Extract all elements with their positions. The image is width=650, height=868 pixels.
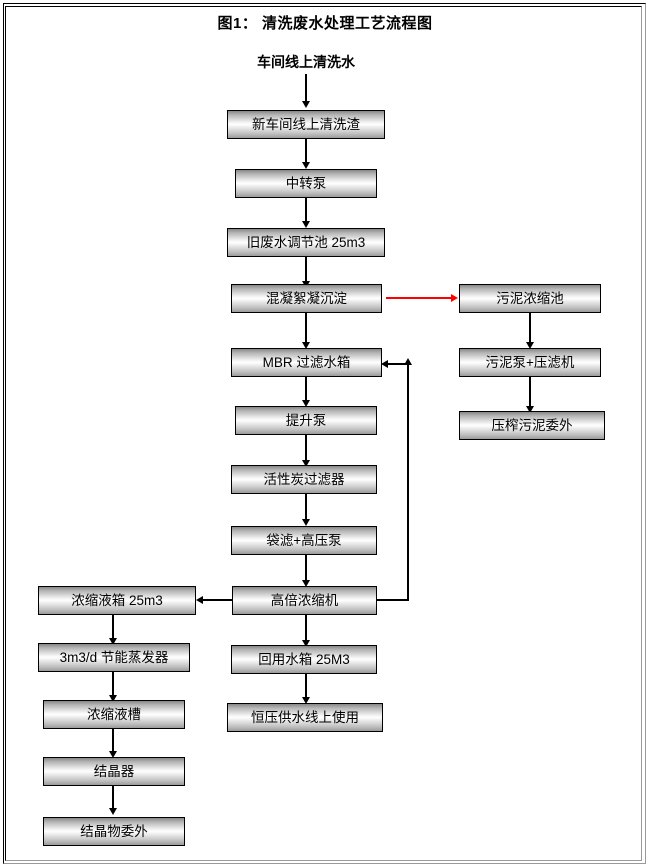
node-n5[interactable]: MBR 过滤水箱: [231, 348, 382, 377]
arrowhead-n1-n2: [302, 162, 310, 169]
arrowhead-l4-l5: [109, 808, 117, 815]
node-n1[interactable]: 新车间线上清洗渣: [227, 110, 385, 139]
node-n10[interactable]: 回用水箱 25M3: [231, 645, 377, 674]
arrowhead-n9-l1: [196, 596, 203, 604]
arrowhead-n10-n11: [302, 697, 310, 704]
node-l3[interactable]: 浓缩液槽: [43, 700, 185, 729]
arrowhead-n4-r1: [451, 294, 458, 302]
connector-n5-n6: [305, 377, 307, 403]
connector-n2-n3: [305, 198, 307, 224]
connector-loop-into-n5: [388, 363, 409, 365]
connector-loop-riser: [407, 364, 409, 600]
node-n6[interactable]: 提升泵: [235, 406, 377, 435]
node-n4[interactable]: 混凝絮凝沉淀: [231, 284, 382, 313]
connector-n4-n5: [305, 313, 307, 345]
page-border-inner: [5, 6, 642, 861]
arrowhead-n8-n9: [302, 580, 310, 587]
connector-n9-loop-out: [377, 599, 409, 601]
source-label: 车间线上清洗水: [257, 54, 355, 70]
node-l5[interactable]: 结晶物委外: [43, 817, 185, 846]
arrowhead-r1-r2: [526, 342, 534, 349]
connector-n1-n2: [305, 139, 307, 164]
connector-n9-n10: [305, 615, 307, 643]
connector-l1-l2: [112, 615, 114, 641]
node-l4[interactable]: 结晶器: [43, 757, 185, 786]
arrowhead-n2-n3: [302, 221, 310, 228]
node-r2[interactable]: 污泥泵+压滤机: [459, 348, 601, 377]
arrowhead-n4-n5: [302, 342, 310, 349]
arrowhead-n7-n8: [302, 519, 310, 526]
connector-l2-l3: [112, 672, 114, 698]
page-title: 图1： 清洗废水处理工艺流程图: [217, 15, 433, 32]
node-n9[interactable]: 高倍浓缩机: [232, 586, 377, 615]
node-n2[interactable]: 中转泵: [235, 169, 377, 198]
arrowhead-loop-riser: [404, 358, 412, 365]
connector-n3-n4: [305, 257, 307, 284]
connector-n8-n9: [305, 555, 307, 583]
connector-n4-r1: [386, 297, 452, 299]
connector-n10-n11: [305, 674, 307, 700]
arrowhead-loop-n5: [381, 360, 388, 368]
node-l2[interactable]: 3m3/d 节能蒸发器: [38, 643, 190, 672]
node-n11[interactable]: 恒压供水线上使用: [227, 703, 383, 732]
arrowhead-l2-l3: [109, 695, 117, 702]
arrowhead-r2-r3: [526, 406, 534, 413]
node-n3[interactable]: 旧废水调节池 25m3: [227, 228, 385, 257]
arrowhead-source-n1: [302, 101, 310, 108]
arrowhead-n5-n6: [302, 400, 310, 407]
connector-source-n1: [305, 74, 307, 103]
node-n8[interactable]: 袋滤+高压泵: [231, 526, 377, 555]
node-l1[interactable]: 浓缩液箱 25m3: [38, 586, 196, 615]
connector-r1-r2: [529, 313, 531, 345]
connector-n7-n8: [305, 494, 307, 522]
connector-n9-l1: [203, 599, 233, 601]
node-r3[interactable]: 压榨污泥委外: [459, 411, 605, 440]
node-r1[interactable]: 污泥浓缩池: [459, 284, 601, 313]
connector-l4-l5: [112, 786, 114, 811]
connector-r2-r3: [529, 377, 531, 409]
arrowhead-l3-l4: [109, 751, 117, 758]
page-border-outer: [3, 3, 646, 864]
arrowhead-n9-n10: [302, 640, 310, 647]
node-n7[interactable]: 活性炭过滤器: [231, 465, 377, 494]
arrowhead-n6-n7: [302, 460, 310, 467]
arrowhead-l1-l2: [109, 638, 117, 645]
connector-l3-l4: [112, 729, 114, 754]
connector-n6-n7: [305, 435, 307, 463]
